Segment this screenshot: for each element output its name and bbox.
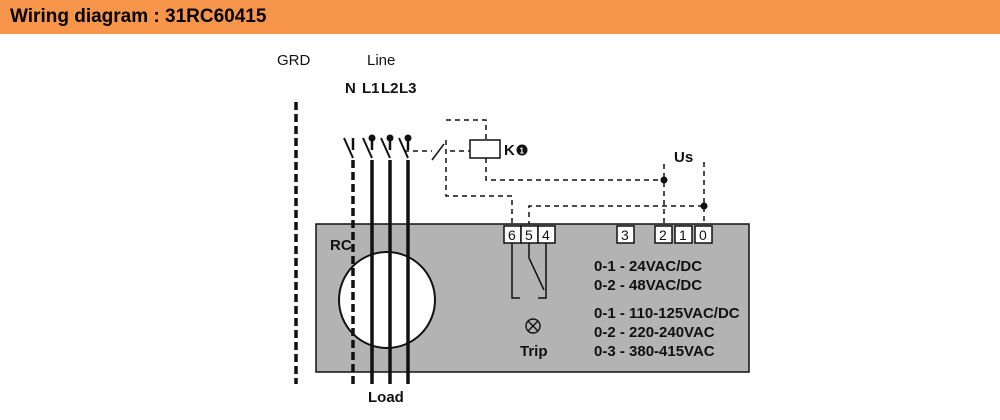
device-label: RC <box>330 237 352 254</box>
junction-dot <box>660 176 668 184</box>
terminal-3: 3 <box>621 227 629 243</box>
current-transformer-window <box>338 251 436 349</box>
main-conductors <box>343 137 410 384</box>
contact-dot <box>404 134 412 142</box>
terminal-1: 1 <box>679 227 687 243</box>
relay-coil <box>469 139 501 159</box>
relay-label: K <box>504 142 515 159</box>
supply-label: Us <box>674 149 693 166</box>
terminal-5: 5 <box>525 227 533 243</box>
voltage-item: 0-1 - 24VAC/DC <box>594 258 702 275</box>
phase-label-l2: L2 <box>381 80 399 97</box>
voltage-item: 0-1 - 110-125VAC/DC <box>594 305 740 322</box>
line-label: Line <box>367 52 395 69</box>
contact-dot <box>386 134 394 142</box>
load-label: Load <box>368 389 404 406</box>
page-title: Wiring diagram : 31RC60415 <box>10 6 267 27</box>
trip-label: Trip <box>520 343 548 360</box>
terminal-4: 4 <box>542 227 550 243</box>
contact-dot <box>368 134 376 142</box>
terminal-6: 6 <box>508 227 516 243</box>
terminal-0: 0 <box>699 227 707 243</box>
voltage-item: 0-2 - 48VAC/DC <box>594 277 702 294</box>
phase-label-n: N <box>345 80 356 97</box>
grd-label: GRD <box>277 52 311 69</box>
aux-contact <box>431 143 445 161</box>
lamp-cross-icon <box>525 318 541 334</box>
junction-dot <box>700 202 708 210</box>
phase-label-l1: L1 <box>362 80 380 97</box>
output-relay-contacts <box>511 243 547 299</box>
voltage-item: 0-3 - 380-415VAC <box>594 343 715 360</box>
voltage-list-low: 0-1 - 24VAC/DC 0-2 - 48VAC/DC <box>594 258 702 294</box>
terminal-block-right <box>616 225 713 244</box>
header-bar: Wiring diagram : 31RC60415 <box>0 0 1000 34</box>
phase-label-l3: L3 <box>399 80 417 97</box>
voltage-item: 0-2 - 220-240VAC <box>594 324 715 341</box>
terminal-2: 2 <box>659 227 667 243</box>
control-wiring <box>404 119 705 226</box>
voltage-list-high: 0-1 - 110-125VAC/DC 0-2 - 220-240VAC 0-3… <box>594 305 740 360</box>
circled-1-icon <box>516 144 528 156</box>
relay-note: 1 <box>520 147 525 156</box>
